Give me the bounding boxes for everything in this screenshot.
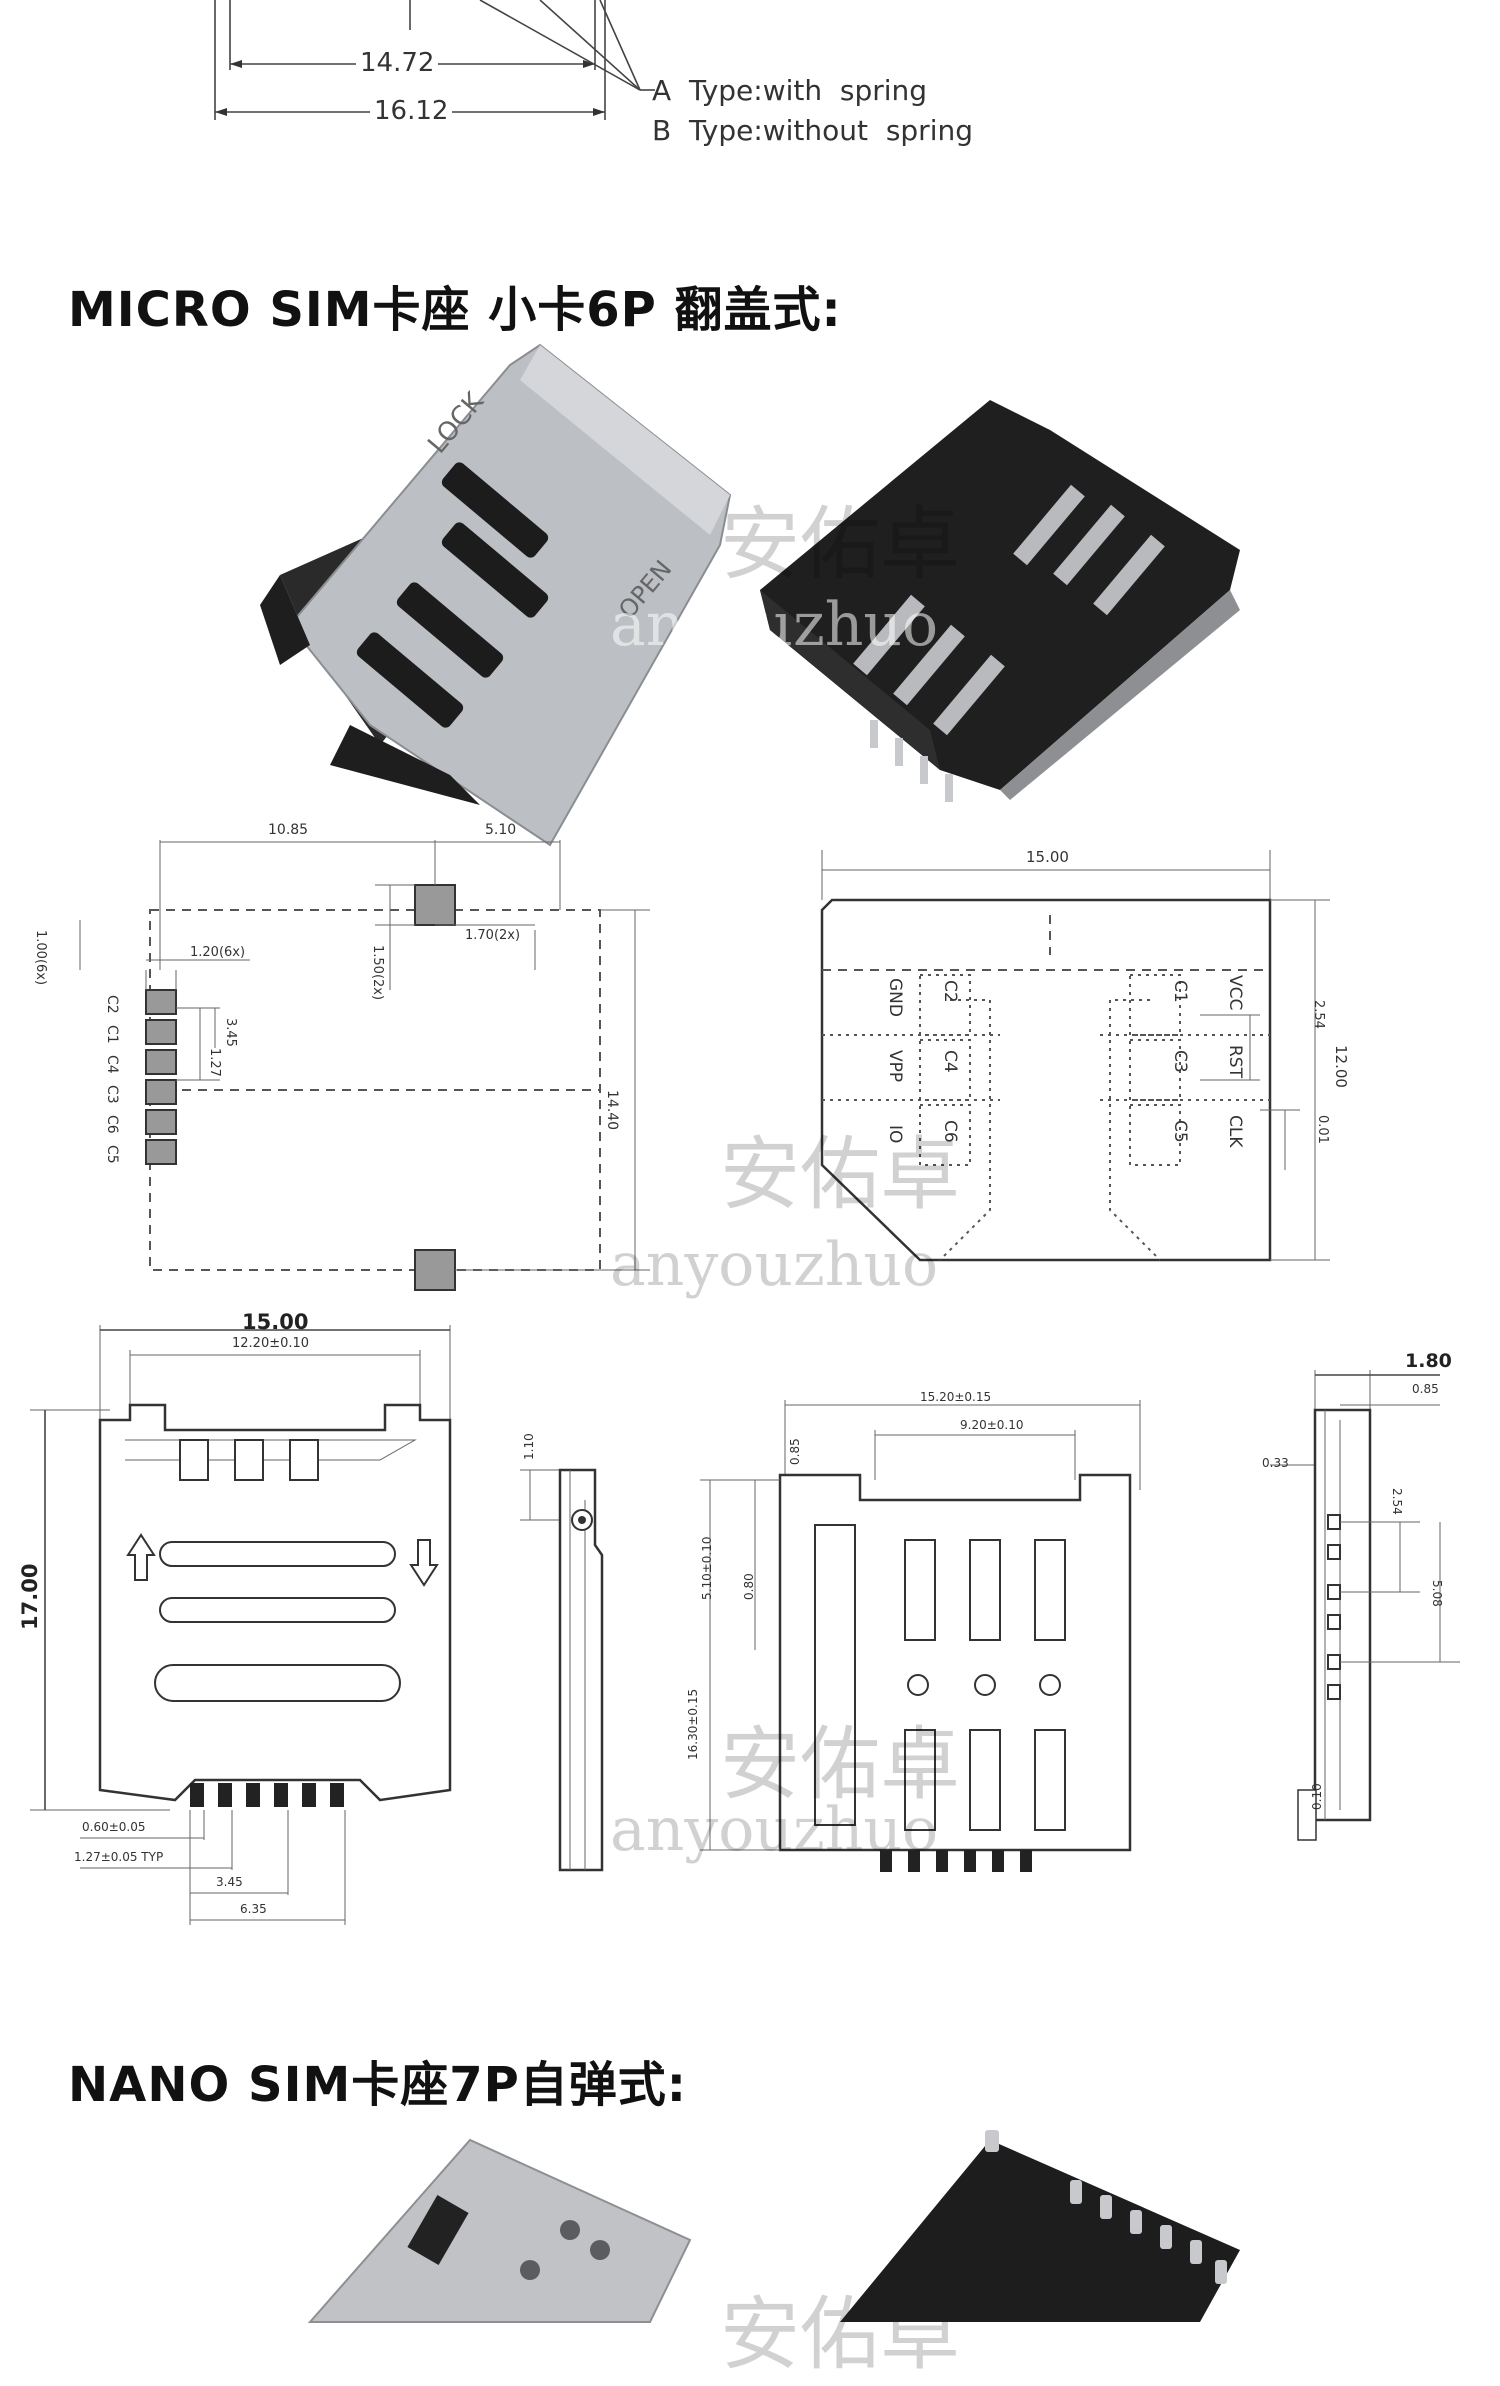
- front-pitch1: 0.60±0.05: [82, 1820, 146, 1834]
- bottom-dim-0-85: 0.85: [788, 1438, 802, 1465]
- dim-3-45-pad: 3.45: [223, 1018, 238, 1047]
- pin-contact: C1: [1170, 980, 1190, 1003]
- front-width: 15.00: [242, 1310, 309, 1334]
- pin-signal: VPP: [885, 1050, 905, 1083]
- bottom-dim-0-80: 0.80: [742, 1573, 756, 1600]
- pad-label: C3: [104, 1085, 120, 1104]
- pad-label: C4: [104, 1055, 120, 1074]
- dim-10-85: 10.85: [268, 822, 309, 838]
- micro-sim-title: MICRO SIM卡座 小卡6P 翻盖式:: [68, 282, 842, 338]
- card-height: 12.00: [1332, 1045, 1350, 1088]
- pad-layout-svg: [79, 840, 650, 1291]
- side-dim-1-10: 1.10: [522, 1433, 536, 1460]
- profile-dim-0-33: 0.33: [1262, 1456, 1289, 1470]
- pin-contact: C2: [940, 980, 960, 1003]
- profile-dim-0-85: 0.85: [1412, 1382, 1439, 1396]
- profile-thickness: 1.80: [1405, 1350, 1452, 1372]
- pad-label: C5: [104, 1145, 120, 1164]
- bottom-width: 15.20±0.15: [920, 1390, 992, 1404]
- bottom-dim-16-30: 16.30±0.15: [686, 1688, 700, 1760]
- pin-contact: C3: [1170, 1050, 1190, 1073]
- micro-sim-photo-open: [760, 390, 1240, 802]
- pin-contact: C6: [940, 1120, 960, 1143]
- profile-dim-2-54: 2.54: [1390, 1488, 1404, 1515]
- front-height: 17.00: [18, 1563, 42, 1630]
- profile-view-svg: [1270, 1370, 1460, 1841]
- dim-5-10: 5.10: [485, 822, 517, 838]
- bottom-dim-5-10: 5.10±0.10: [700, 1536, 714, 1601]
- dim-pad-h: 1.50(2x): [370, 945, 385, 1001]
- card-width: 15.00: [1026, 848, 1069, 866]
- pin-signal: CLK: [1225, 1115, 1245, 1148]
- card-dim-2-54: 2.54: [1311, 1000, 1326, 1029]
- pin-signal: RST: [1225, 1045, 1245, 1078]
- pin-contact: C5: [1170, 1120, 1190, 1143]
- pin-signal: VCC: [1225, 975, 1245, 1011]
- front-view-svg: [30, 1325, 452, 1925]
- nano-sim-photo-right: [820, 2120, 1280, 2322]
- bottom-inner: 9.20±0.10: [960, 1418, 1024, 1432]
- pin-signal: GND: [885, 978, 905, 1017]
- dim-pitch-v: 1.00(6x): [33, 930, 48, 986]
- pin-contact: C4: [940, 1050, 960, 1073]
- pad-label: C2: [104, 995, 120, 1014]
- dim-pad-w: 1.20(6x): [190, 945, 246, 960]
- micro-sim-photo-closed: LOCK OPEN: [250, 343, 750, 847]
- front-dim-3-45: 3.45: [216, 1875, 243, 1889]
- dim-14-40: 14.40: [604, 1090, 620, 1131]
- card-dim-0-01: 0.01: [1315, 1115, 1330, 1144]
- nano-sim-photo-left: [270, 2120, 790, 2323]
- dim-pad-x2: 1.70(2x): [465, 928, 521, 943]
- profile-dim-5-08: 5.08: [1430, 1580, 1444, 1607]
- dim-14-72: 14.72: [356, 48, 439, 78]
- pad-label: C6: [104, 1115, 120, 1134]
- card-svg: [820, 850, 1330, 1262]
- front-pitch2: 1.27±0.05 TYP: [74, 1850, 164, 1864]
- type-b-label: B Type:without spring: [652, 114, 973, 147]
- front-inner-width: 12.20±0.10: [232, 1336, 310, 1351]
- type-a-label: A Type:with spring: [652, 74, 928, 107]
- bottom-view-svg: [700, 1400, 1141, 1872]
- dim-1-27-pad: 1.27: [207, 1048, 222, 1077]
- pad-label: C1: [104, 1025, 120, 1044]
- side-view-svg: [520, 1468, 604, 1872]
- profile-flatness: 0.10: [1310, 1783, 1324, 1810]
- dim-16-12: 16.12: [370, 96, 453, 126]
- front-dim-6-35: 6.35: [240, 1902, 267, 1916]
- nano-sim-title: NANO SIM卡座7P自弹式:: [68, 2057, 687, 2113]
- pin-signal: IO: [885, 1125, 905, 1144]
